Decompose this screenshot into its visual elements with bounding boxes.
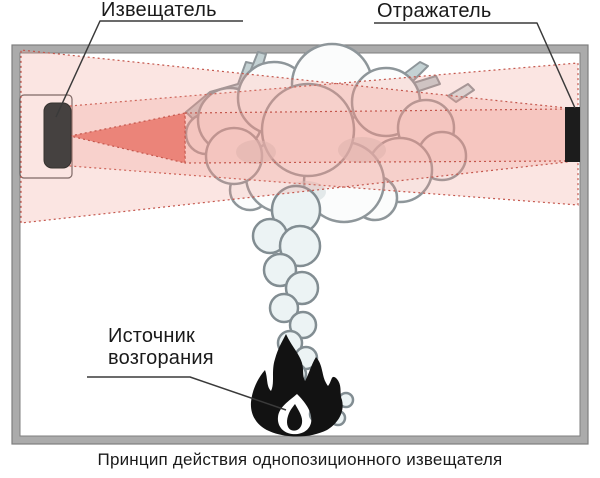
beam-emitted-red [69,112,186,164]
leader-line-fire-source [87,376,287,411]
label-fire-source-line1: Источник [108,325,195,347]
beam-spread-from-reflector [20,49,568,224]
label-reflector: Отражатель [377,0,492,22]
leader-line-reflector [374,22,576,109]
detector-device [43,102,72,169]
beam-attenuated-band [184,108,568,164]
label-fire-source-line2: возгорания [108,347,214,369]
label-fire-source: Источник возгорания [108,325,214,369]
reflector-device [565,107,580,162]
detector-bracket [19,94,73,179]
flame-icon [250,334,343,437]
diagram-caption: Принцип действия однопозиционного извеща… [97,450,503,469]
leader-line-detector [55,20,243,118]
smoke-cloud-icon [184,42,468,224]
label-detector: Извещатель [101,0,217,21]
